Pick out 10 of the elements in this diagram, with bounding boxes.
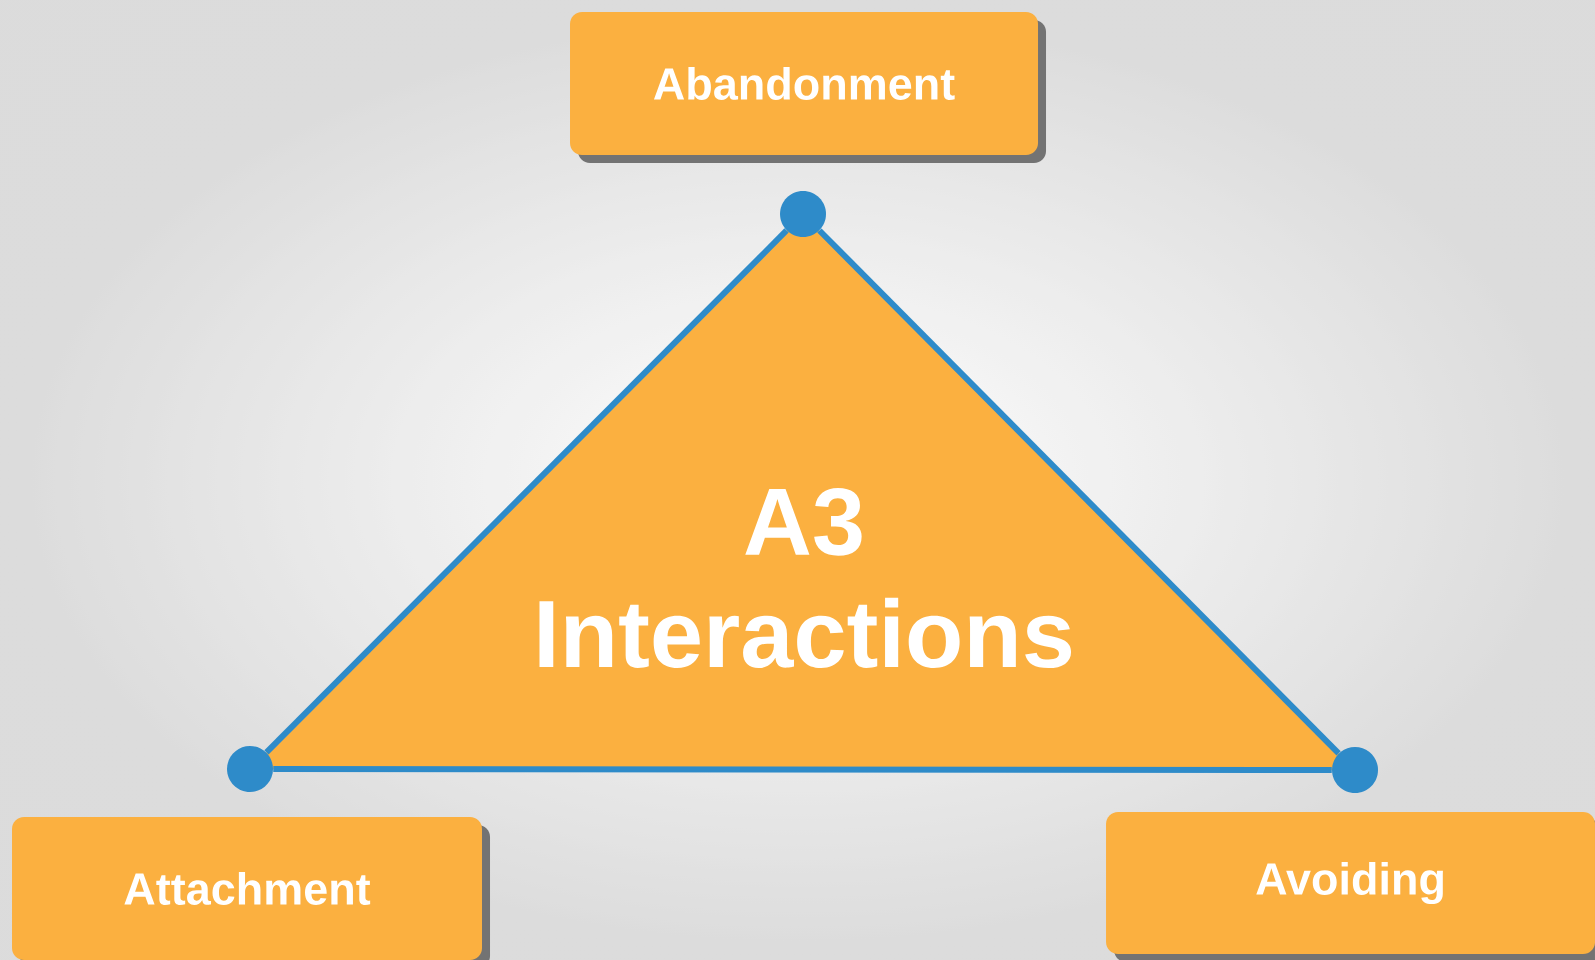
triangle-side xyxy=(273,766,1332,773)
triangle-side xyxy=(817,228,1341,756)
label-box: Avoiding xyxy=(1106,812,1595,960)
vertex-dot xyxy=(780,191,826,237)
label-box: Abandonment xyxy=(570,11,1046,163)
triangle: A3 Interactions xyxy=(250,214,1355,770)
label-box: Attachment xyxy=(12,816,490,960)
vertex-dot xyxy=(227,746,273,792)
vertex-dot xyxy=(1332,747,1378,793)
triangle-side xyxy=(264,228,789,755)
